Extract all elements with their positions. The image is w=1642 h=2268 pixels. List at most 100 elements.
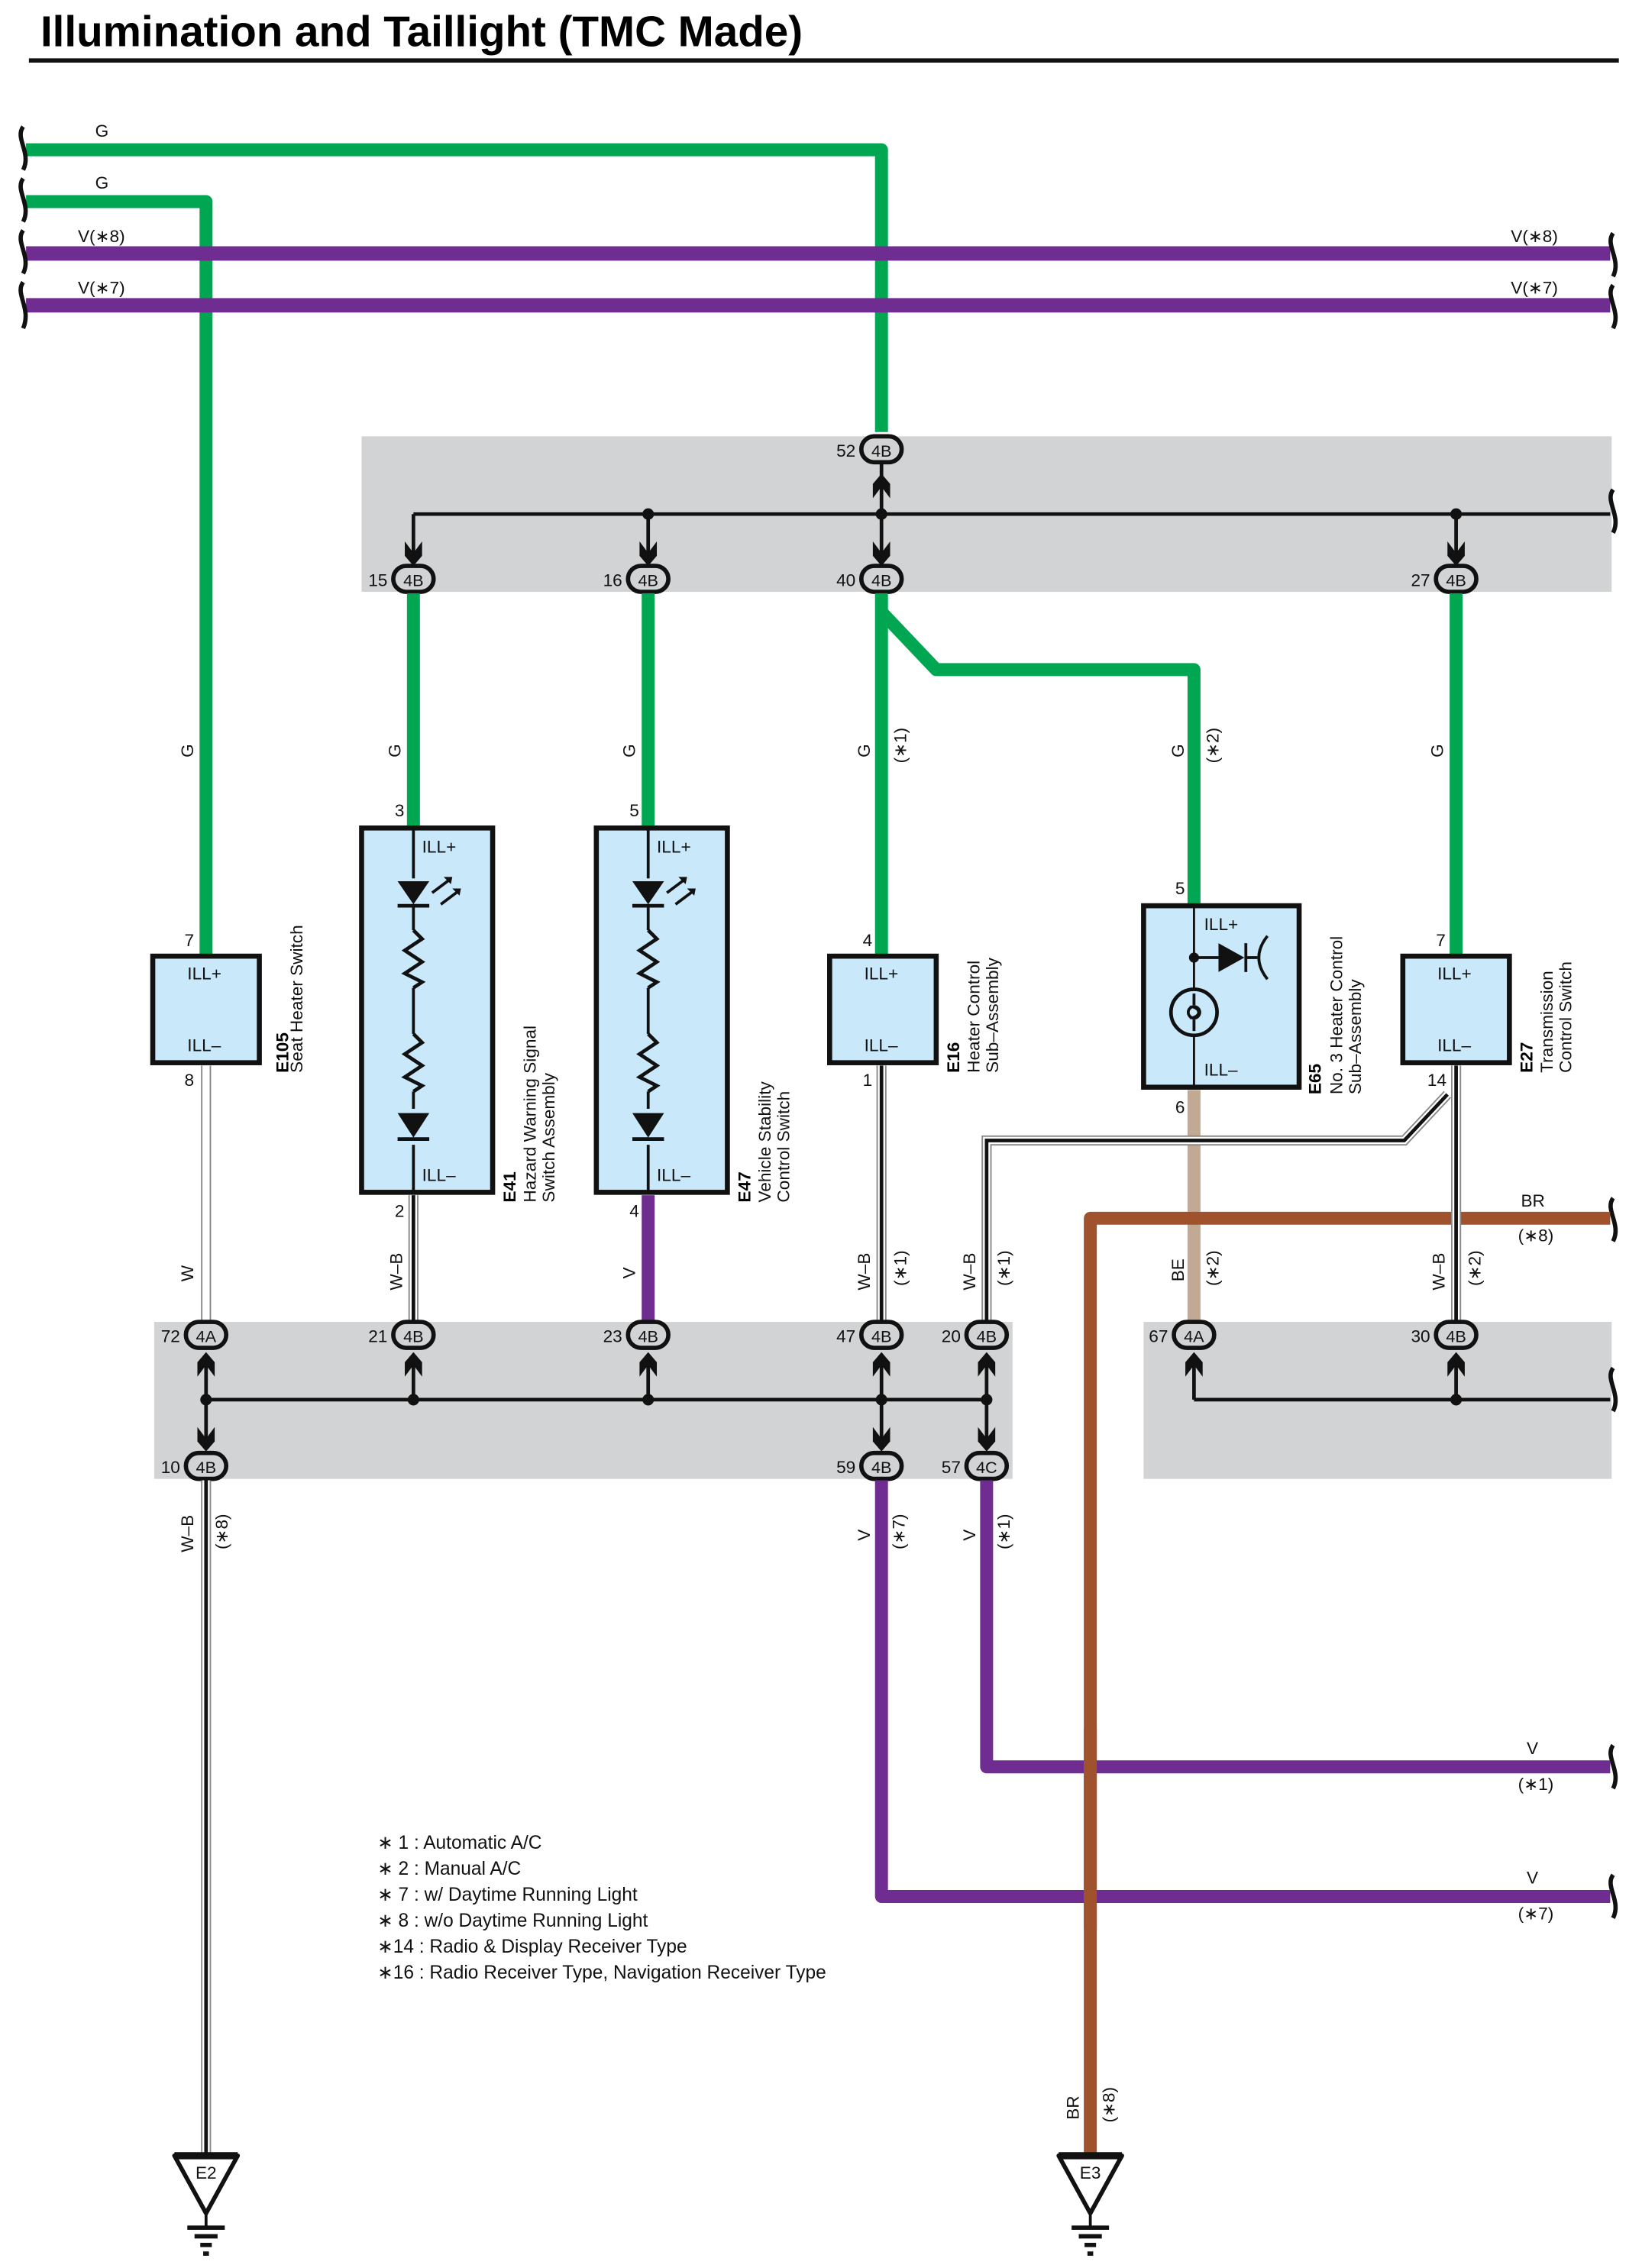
wire-label: W–B [855,1253,874,1291]
svg-text:30: 30 [1411,1326,1430,1346]
wire-label: W–B [1430,1253,1449,1291]
connector-pin: 4B 10 [161,1450,229,1481]
svg-text:4B: 4B [1446,570,1466,590]
svg-text:4B: 4B [403,1326,424,1346]
svg-text:ILL+: ILL+ [657,837,691,856]
page-title: Illumination and Taillight (TMC Made) [40,7,803,55]
wire-wb-crossover [981,1090,1452,1323]
component-e41: ILL+ ILL– 3 2 E41 Hazard Warning Signal … [359,801,558,1220]
component-e105: ILL+ ILL– 7 8 E105 Seat Heater Switch [150,925,306,1090]
svg-text:4: 4 [629,1201,639,1220]
resistor-icon [635,1032,661,1094]
wire-note: (∗1) [890,1250,910,1286]
svg-text:21: 21 [368,1326,387,1346]
svg-text:ILL+: ILL+ [1204,915,1239,934]
svg-text:4B: 4B [871,1326,892,1346]
wire-label: G [95,173,109,192]
wire-label: G [1428,744,1447,758]
svg-text:6: 6 [1175,1098,1185,1117]
led-icon [397,877,461,908]
svg-text:47: 47 [836,1326,855,1346]
connector-pin: 4B 47 [836,1320,904,1350]
svg-text:4B: 4B [871,1458,892,1477]
svg-text:4: 4 [863,931,873,950]
component-e47: ILL+ ILL– 5 4 E47 Vehicle Stability Cont… [593,801,794,1220]
svg-text:52: 52 [836,441,855,460]
wire-note: (∗8) [212,1514,231,1549]
note-item: ∗ 7 : w/ Daytime Running Light [377,1885,638,1905]
connector-pin: 4B 40 [836,564,904,594]
svg-text:4B: 4B [871,441,892,460]
connector-pin: 4B 27 [1411,564,1479,594]
svg-text:7: 7 [185,931,195,950]
wire-label: V [855,1530,874,1541]
connector-pin: 4B 59 [836,1450,904,1481]
wire-label: V(∗7) [1511,279,1558,298]
wire-label: G [178,744,197,758]
svg-text:5: 5 [629,801,639,820]
svg-text:4B: 4B [871,570,892,590]
wire-label: W–B [960,1253,979,1291]
svg-text:ILL–: ILL– [1204,1061,1238,1080]
ground-e3: E3 [1056,2152,1124,2256]
wire-note: (∗2) [1203,728,1222,764]
wire-label: BR [1064,2095,1083,2119]
ground-icon [187,2213,225,2256]
svg-text:40: 40 [836,570,855,590]
wire-label: G [95,121,109,141]
svg-text:1: 1 [863,1071,873,1090]
svg-text:4A: 4A [1184,1326,1204,1346]
upper-junction-bus [411,464,1611,559]
resistor-icon [635,929,661,990]
component-name: Seat Heater Switch [287,925,306,1073]
wire-break-marks-left [18,125,28,330]
connector-pin: 4B 21 [368,1320,436,1350]
wire-note: (∗1) [994,1250,1013,1286]
diode-icon [397,1109,430,1145]
svg-text:ILL–: ILL– [865,1036,898,1055]
note-item: ∗ 2 : Manual A/C [377,1859,521,1879]
svg-text:ILL+: ILL+ [865,964,899,983]
wire-label: W [178,1265,197,1281]
resistor-icon [400,929,427,990]
diode-icon [632,1109,664,1145]
note-item: ∗16 : Radio Receiver Type, Navigation Re… [377,1963,826,1983]
svg-text:7: 7 [1436,931,1446,950]
wire-note: (∗1) [1518,1775,1554,1794]
svg-text:E41: E41 [500,1171,519,1202]
svg-text:27: 27 [1411,570,1430,590]
lower-right-junction-bus [1192,1359,1611,1402]
svg-text:23: 23 [603,1326,622,1346]
svg-text:67: 67 [1149,1326,1168,1346]
svg-text:57: 57 [942,1458,961,1477]
component-name: Switch Assembly [539,1072,558,1202]
wire-v-star1-out [980,1480,1611,1774]
wire-note: (∗1) [890,728,910,764]
svg-text:ILL+: ILL+ [187,964,221,983]
svg-text:4C: 4C [976,1458,997,1477]
svg-text:20: 20 [942,1326,961,1346]
svg-text:E2: E2 [196,2163,217,2182]
wire-label: BR [1521,1191,1544,1210]
svg-text:15: 15 [368,570,387,590]
wire-label: W–B [178,1515,197,1552]
bus-junction-dot [1450,1394,1463,1406]
notes-legend: ∗ 1 : Automatic A/C ∗ 2 : Manual A/C ∗ 7… [377,1833,826,1983]
wire-label: G [620,744,639,758]
connector-pin: 4C 57 [942,1450,1010,1481]
note-item: ∗ 1 : Automatic A/C [377,1833,541,1853]
svg-text:ILL–: ILL– [1437,1036,1471,1055]
svg-text:E16: E16 [944,1042,963,1073]
led-icon [632,877,696,908]
svg-text:E105: E105 [273,1032,292,1073]
svg-text:4A: 4A [196,1326,217,1346]
svg-text:E27: E27 [1518,1042,1537,1073]
svg-text:4B: 4B [977,1326,997,1346]
wire-label: G [855,744,874,758]
component-e27: ILL+ ILL– 7 14 E27 Transmission Control … [1400,931,1575,1090]
ground-icon [1072,2213,1110,2256]
svg-text:14: 14 [1427,1071,1446,1090]
svg-text:ILL–: ILL– [657,1165,690,1184]
wire-g-e65 [877,607,1201,905]
